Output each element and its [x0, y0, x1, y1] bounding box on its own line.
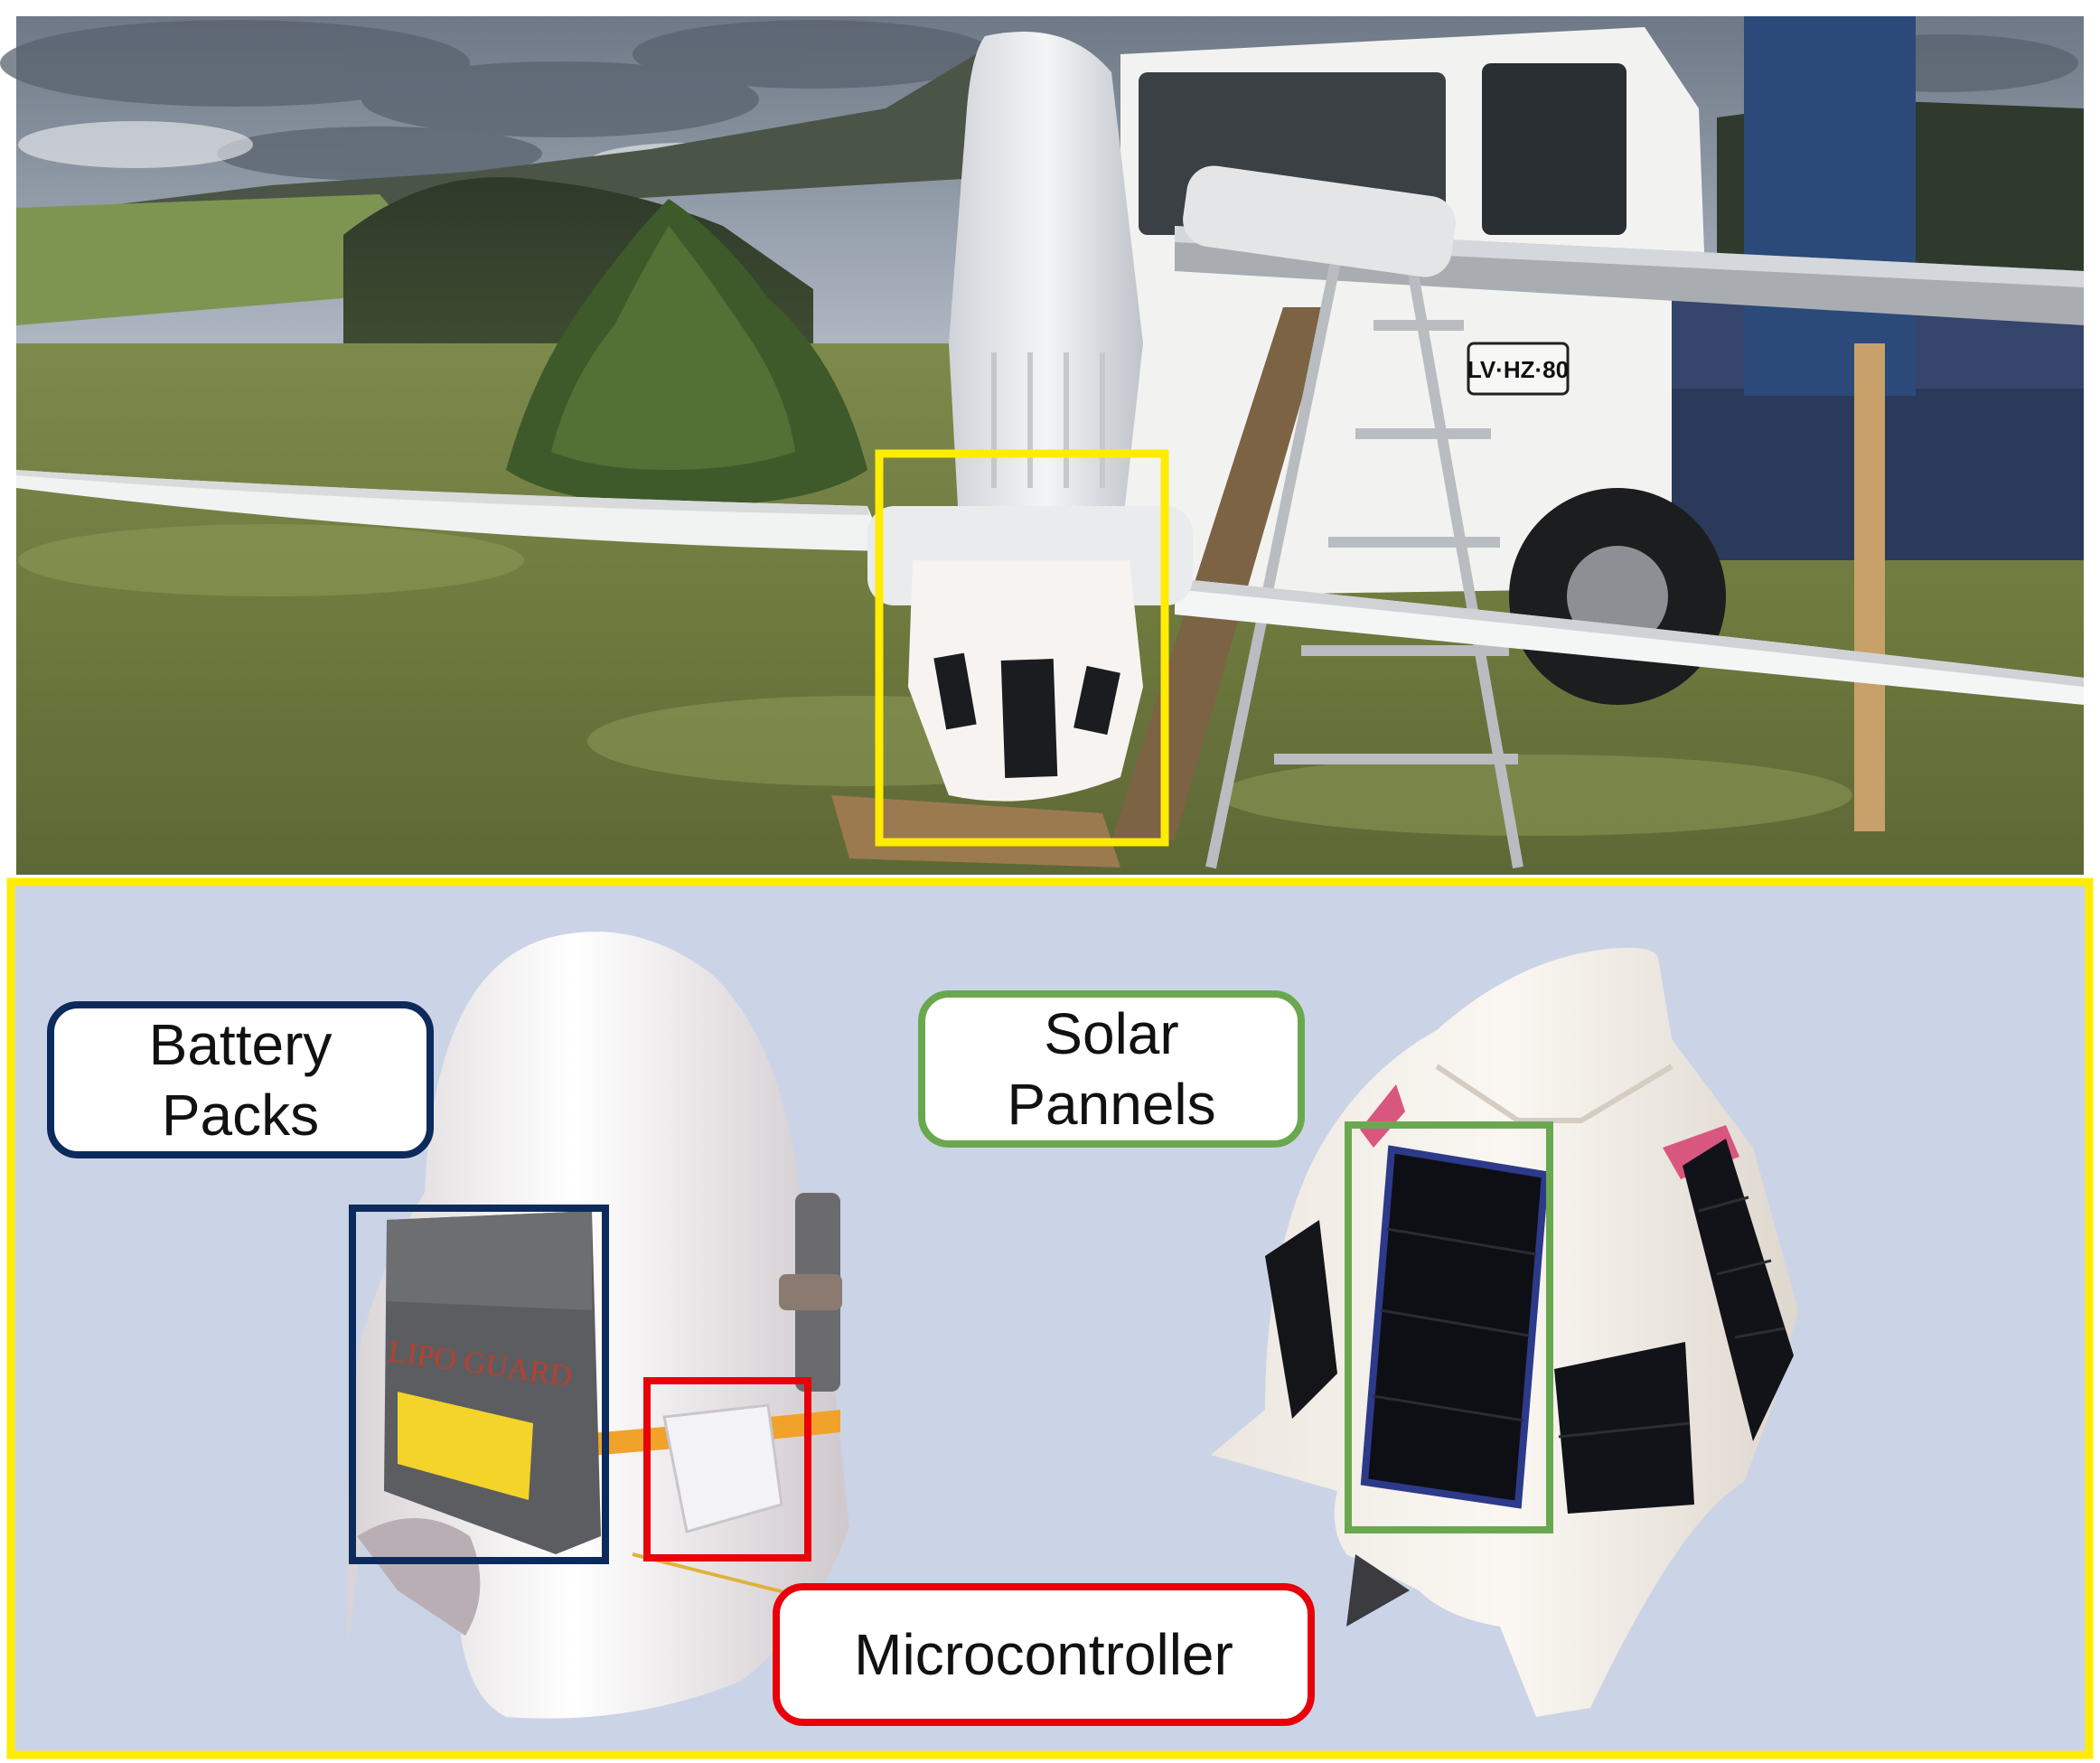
- hub-highlight-box: [875, 449, 1169, 847]
- microcontroller-label: Microcontroller: [773, 1583, 1315, 1726]
- microcontroller-label-text: Microcontroller: [854, 1621, 1233, 1687]
- solar-panels: [1265, 1139, 1794, 1514]
- microcontroller-highlight-box: [643, 1377, 811, 1561]
- solar-panels-label: Solar Pannels: [918, 990, 1305, 1148]
- solar-label-line-1: Solar: [1044, 1000, 1179, 1066]
- battery-highlight-box: [349, 1205, 609, 1564]
- solar-highlight-box: [1345, 1121, 1553, 1533]
- solar-label-line-2: Pannels: [1007, 1072, 1216, 1137]
- battery-packs-label: Battery Packs: [47, 1001, 434, 1158]
- license-plate-text: LV·HZ·80: [1467, 356, 1569, 383]
- battery-label-line-1: Battery: [148, 1011, 333, 1077]
- battery-label-line-2: Packs: [161, 1083, 320, 1148]
